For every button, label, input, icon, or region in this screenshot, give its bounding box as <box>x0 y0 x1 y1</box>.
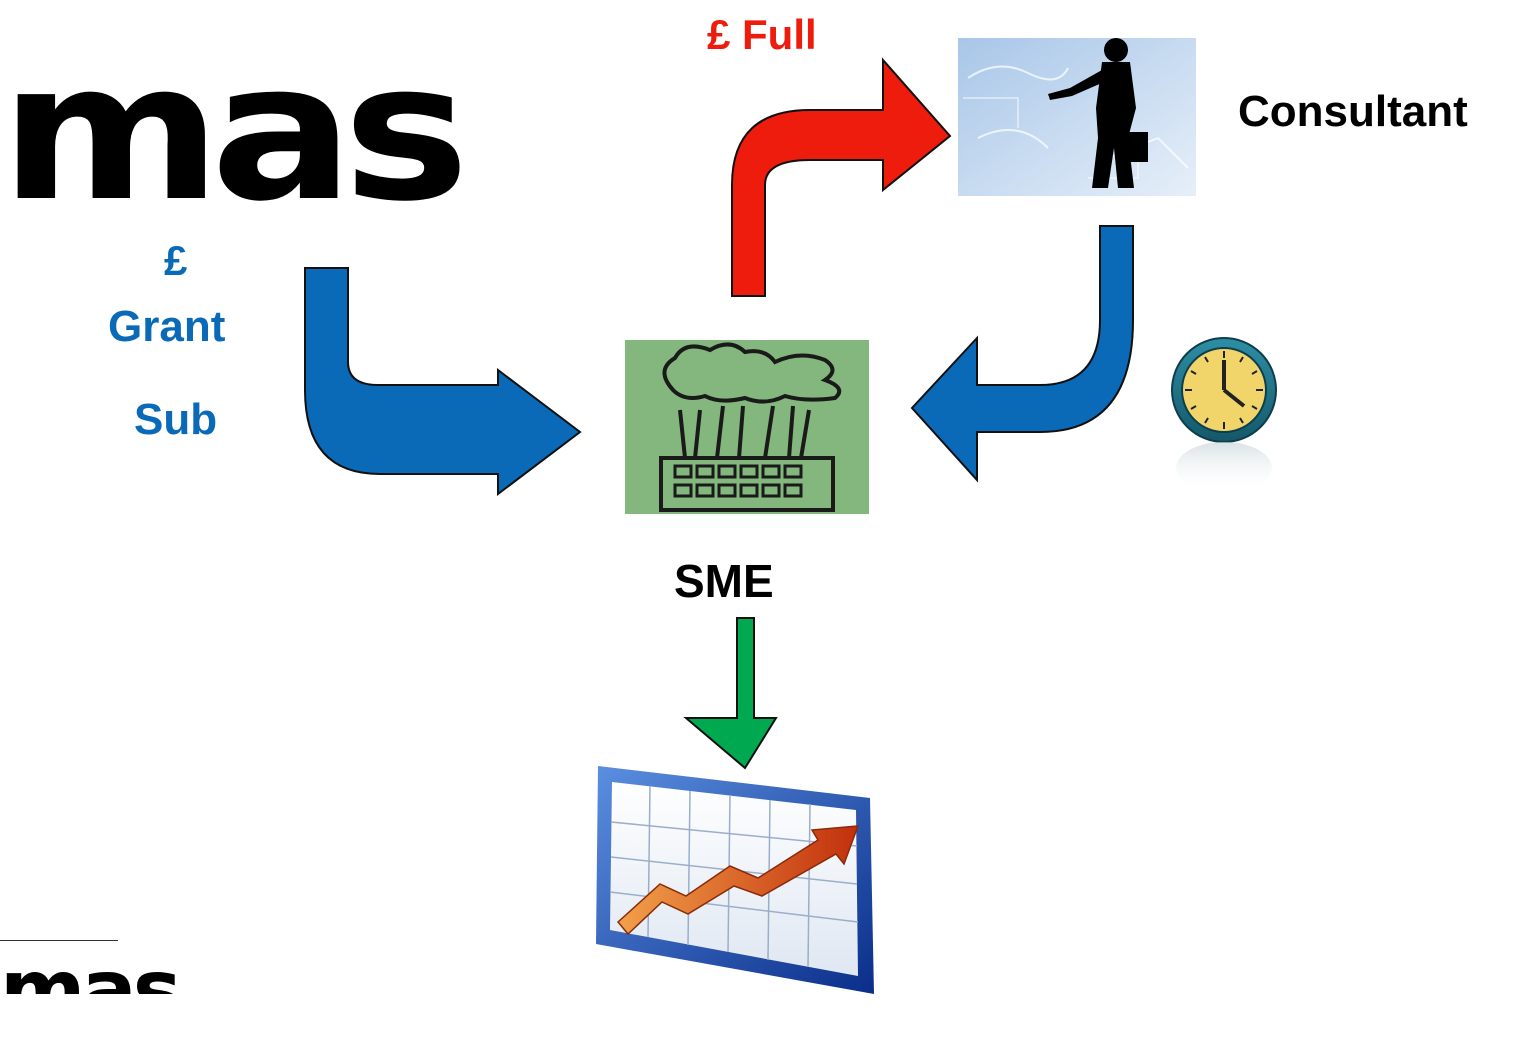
full-price-arrow <box>731 57 952 297</box>
consultant-arrow <box>910 225 1134 483</box>
sub-label: Sub <box>134 395 218 444</box>
diagram: mas mas £ Full Consultant £ Grant Sub SM… <box>0 11 1468 998</box>
growth-chart-icon <box>590 762 890 998</box>
grant-currency-label: £ <box>164 237 188 284</box>
growth-arrow <box>683 617 778 770</box>
arrows-layer <box>304 57 1134 770</box>
grant-arrow <box>304 267 582 497</box>
sme-label: SME <box>674 555 774 607</box>
full-price-label: £ Full <box>707 11 817 58</box>
businessman-silhouette-icon <box>958 38 1196 196</box>
clock-icon <box>1170 336 1278 494</box>
footer-divider <box>0 940 118 941</box>
mas-logo-small: mas <box>0 943 178 1038</box>
mas-logo: mas <box>0 22 470 243</box>
grant-label: Grant <box>108 302 226 351</box>
consultant-label: Consultant <box>1238 87 1468 136</box>
factory-icon <box>625 340 869 514</box>
